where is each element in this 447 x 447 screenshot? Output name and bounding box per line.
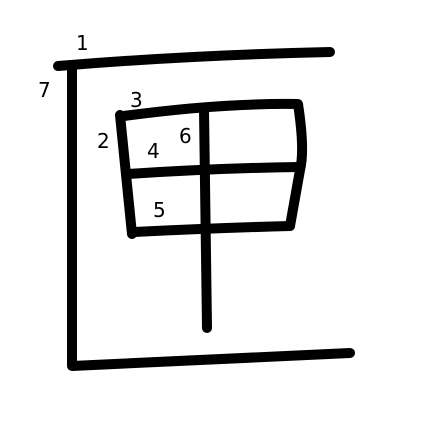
stroke-number-2: 2 xyxy=(97,129,110,153)
stroke-number-6: 6 xyxy=(179,124,192,148)
stroke-number-7: 7 xyxy=(38,78,51,102)
stroke-5 xyxy=(129,221,295,237)
stroke-number-3: 3 xyxy=(130,88,143,112)
stroke-4 xyxy=(123,162,305,179)
stroke-7 xyxy=(67,63,355,371)
stroke-number-4: 4 xyxy=(147,139,160,163)
stroke-1 xyxy=(53,47,335,71)
stroke-number-1: 1 xyxy=(76,31,89,55)
stroke-6 xyxy=(199,105,212,333)
stroke-number-5: 5 xyxy=(153,198,166,222)
stroke-3 xyxy=(119,98,308,231)
